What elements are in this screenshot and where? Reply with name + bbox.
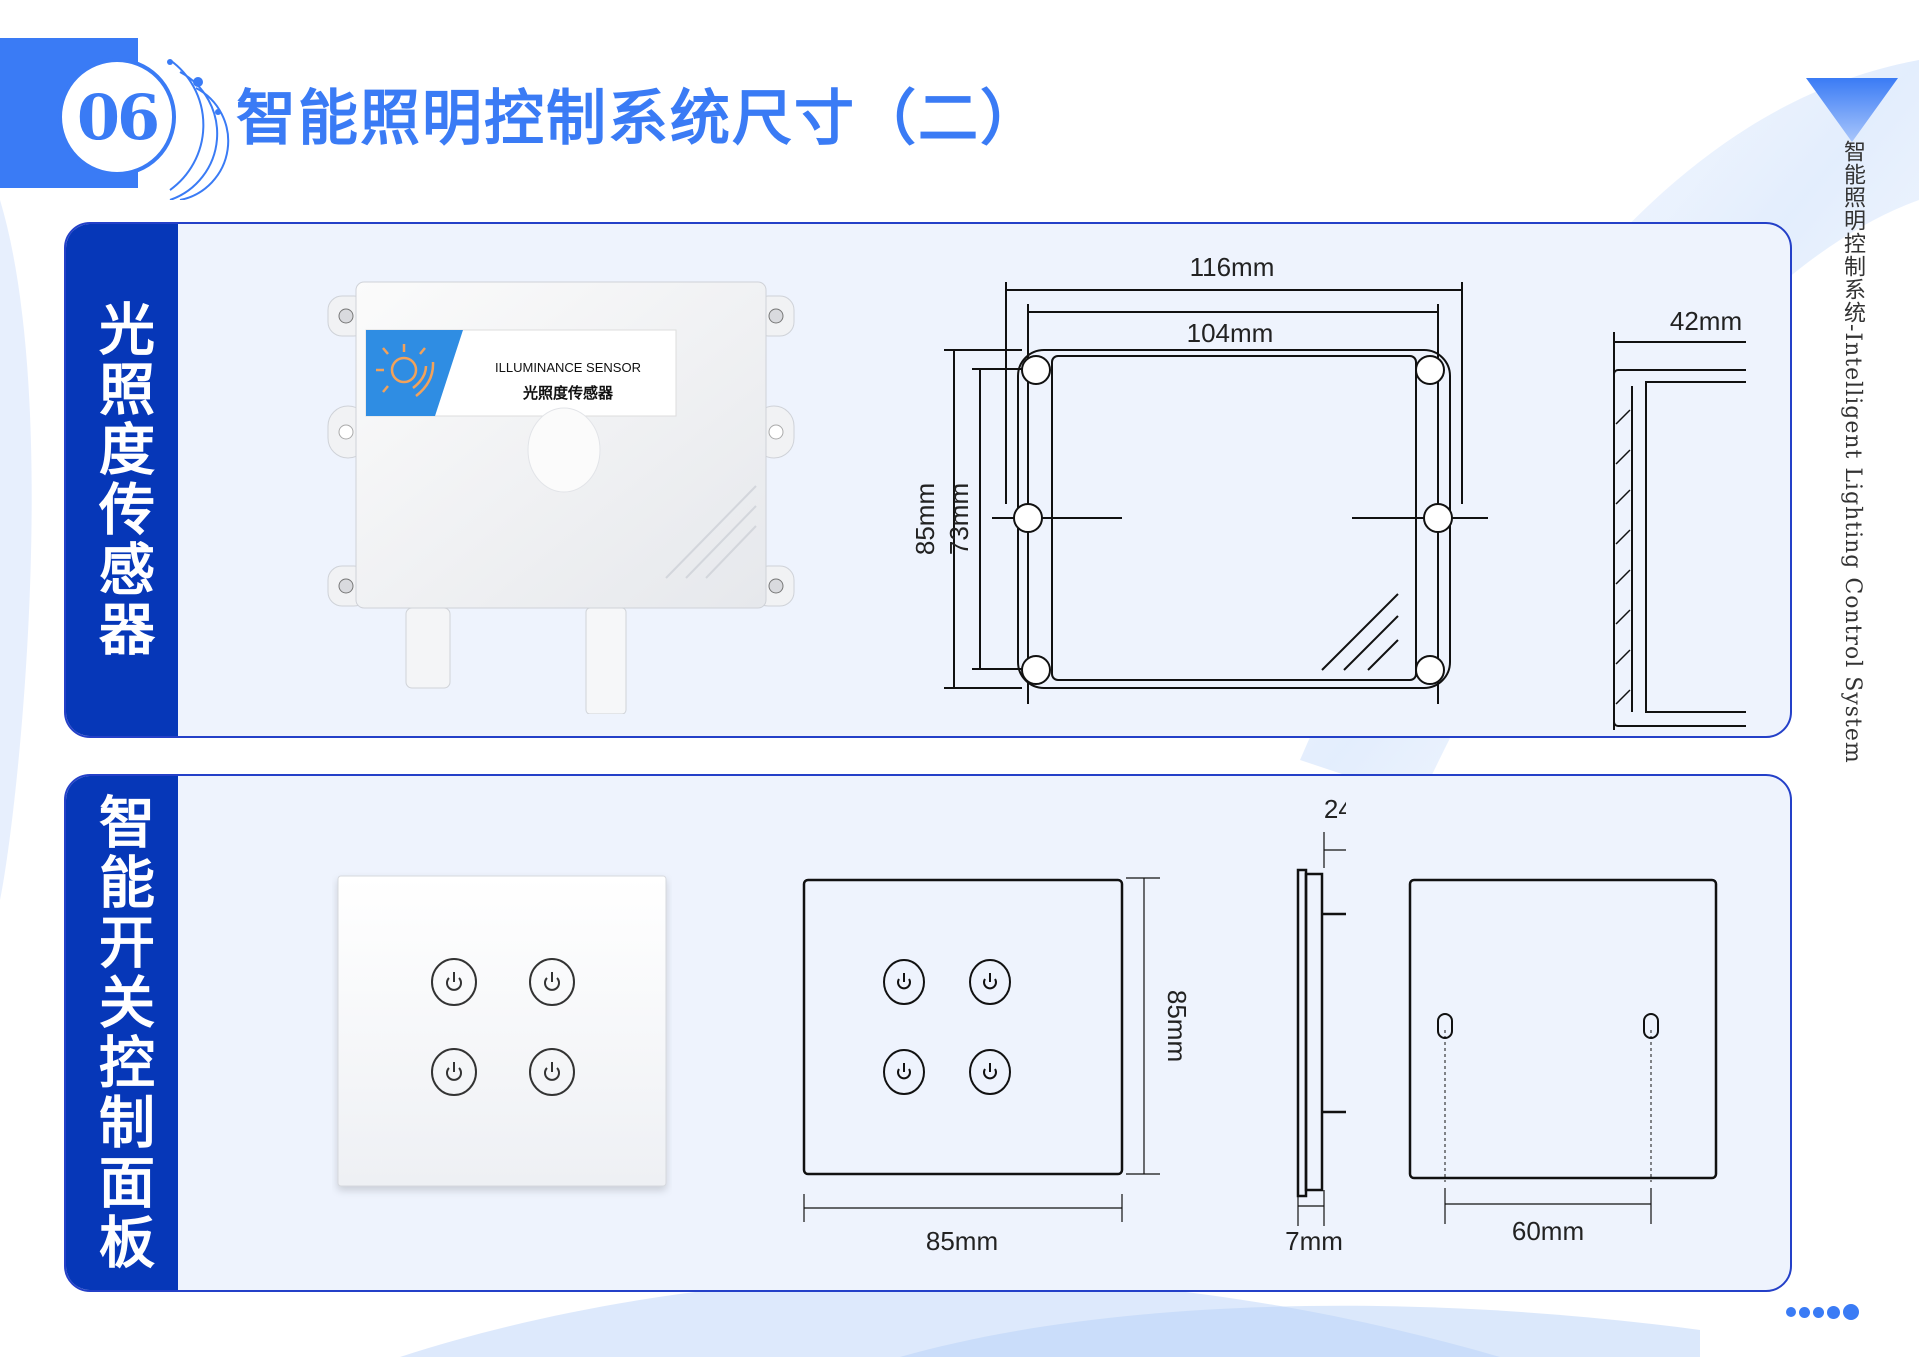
triangle-marker-icon <box>1806 78 1898 142</box>
page-dot <box>1799 1306 1810 1318</box>
mounting-hole-icon <box>1643 1013 1659 1039</box>
page-dot <box>1786 1307 1796 1317</box>
badge-arcs-decoration <box>167 59 230 200</box>
illuminance-sensor-photo: ILLUMINANCE SENSOR 光照度传感器 <box>327 281 795 714</box>
power-button-icon <box>431 958 575 1096</box>
section-label: 光照度传感器 <box>89 300 155 660</box>
page-dot <box>1843 1304 1859 1320</box>
card-tab: 光照度传感器 <box>66 224 178 736</box>
switch-side-dimension-drawing: 24mm 7mm <box>1285 794 1346 1256</box>
product-label-en: ILLUMINANCE SENSOR <box>495 360 641 375</box>
dim-width: 85mm <box>926 1226 998 1256</box>
dim-panel-thickness: 7mm <box>1285 1226 1343 1256</box>
smart-switch-panel-card: 智能开关控制面板 85mm <box>64 774 1792 1292</box>
page-dot <box>1813 1306 1824 1318</box>
dim-height-inner: 73mm <box>944 483 974 555</box>
dim-depth: 42mm <box>1670 306 1742 336</box>
section-number-badge: 06 <box>58 58 176 176</box>
switch-front-dimension-drawing: 85mm 85mm <box>802 877 1192 1256</box>
screw-hole-icon <box>1013 355 1453 685</box>
dim-height-outer: 85mm <box>910 483 940 555</box>
sensor-side-dimension-drawing: 42mm <box>1613 306 1746 730</box>
sensor-front-dimension-drawing: 116mm 104mm 85mm 73mm <box>910 252 1488 704</box>
card-tab: 智能开关控制面板 <box>66 776 178 1290</box>
dim-hole-spacing: 60mm <box>1512 1216 1584 1246</box>
side-caption: 智能照明控制系统-Intelligent Lighting Control Sy… <box>1840 140 1865 764</box>
switch-back-dimension-drawing: 60mm <box>1408 878 1718 1246</box>
mounting-hole-icon <box>1437 1013 1453 1039</box>
product-label-cn: 光照度传感器 <box>522 384 614 402</box>
screw-icon <box>338 308 784 594</box>
page-title: 智能照明控制系统尺寸（二） <box>236 84 1042 154</box>
dim-height: 85mm <box>1162 990 1192 1062</box>
page-dot <box>1827 1305 1840 1319</box>
sun-icon <box>376 344 435 397</box>
section-label: 智能开关控制面板 <box>89 793 155 1273</box>
dim-depth: 24mm <box>1324 794 1346 824</box>
switch-panel-photo <box>337 875 667 1187</box>
power-button-icon <box>883 959 1011 1095</box>
dim-width-outer: 116mm <box>1190 252 1275 282</box>
illuminance-sensor-card: 光照度传感器 ILLUMI <box>64 222 1792 738</box>
pagination-dots <box>1786 1304 1859 1320</box>
dim-width-inner: 104mm <box>1187 318 1274 348</box>
